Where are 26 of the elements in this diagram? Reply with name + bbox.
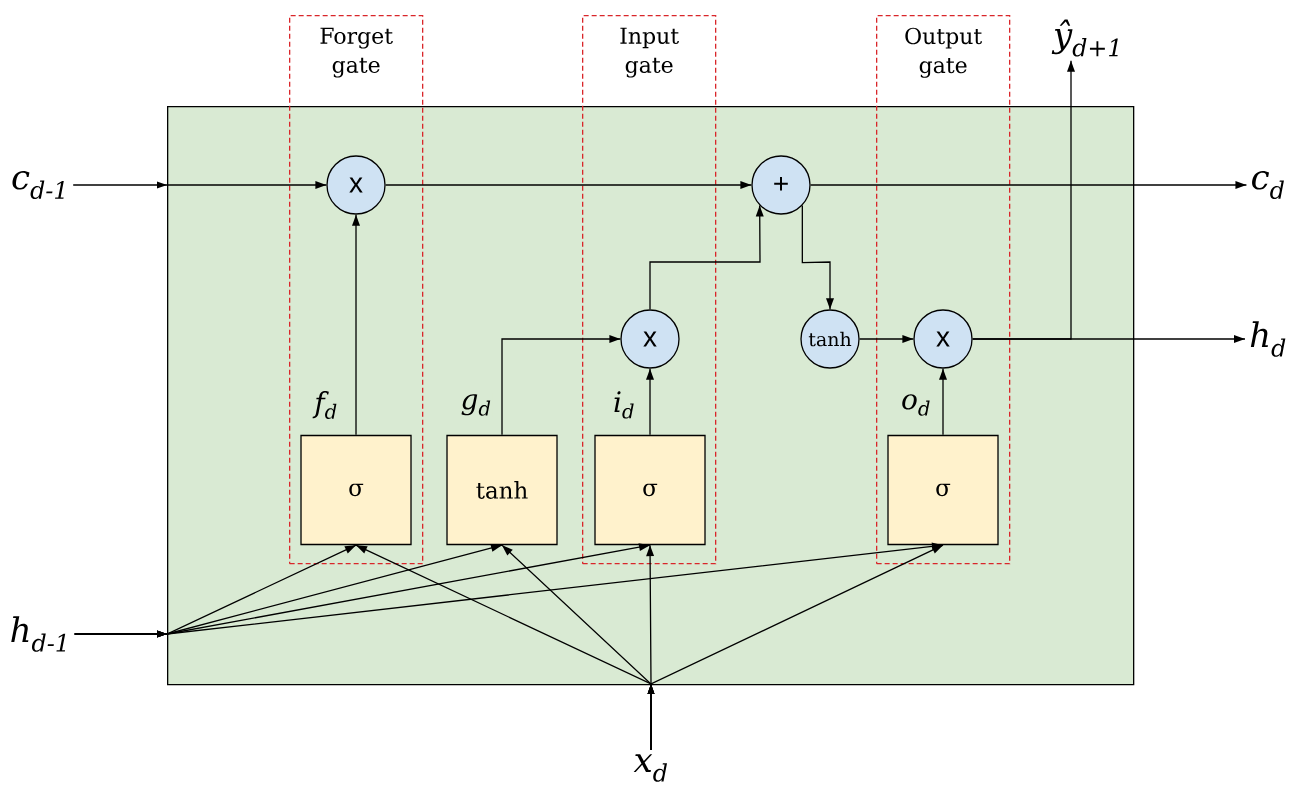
edge-label: i$_{d}$: [612, 390, 636, 420]
arrow: [352, 214, 360, 436]
variable-label: ŷ$_{d+1}$: [1051, 19, 1118, 57]
activation-box: σ: [594, 434, 706, 546]
arrow: [859, 335, 914, 343]
arrow: [972, 60, 1075, 340]
arrow: [810, 181, 1248, 189]
variable-label: h$_{d-1}$: [11, 616, 66, 652]
arrow: [72, 181, 327, 189]
variable-label: x$_{d}$: [633, 754, 667, 782]
edge-label: f$_{d}$: [312, 390, 339, 420]
arrow: [646, 368, 654, 436]
activation-box: tanh: [446, 434, 558, 546]
activation-box: σ: [300, 434, 412, 546]
arrow: [649, 204, 764, 310]
variable-label: c$_{d-1}$: [12, 171, 64, 199]
variable-label: c$_{d}$: [1252, 171, 1284, 199]
arrow: [801, 204, 834, 310]
edge-label: o$_{d}$: [900, 393, 932, 417]
variable-label: h$_{d}$: [1250, 321, 1286, 357]
arrow: [385, 181, 752, 189]
arrow: [939, 368, 947, 436]
activation-box: σ: [887, 434, 999, 546]
arrow: [501, 335, 621, 436]
arrow: [647, 544, 944, 751]
edge-label: g$_{d}$: [459, 393, 493, 417]
